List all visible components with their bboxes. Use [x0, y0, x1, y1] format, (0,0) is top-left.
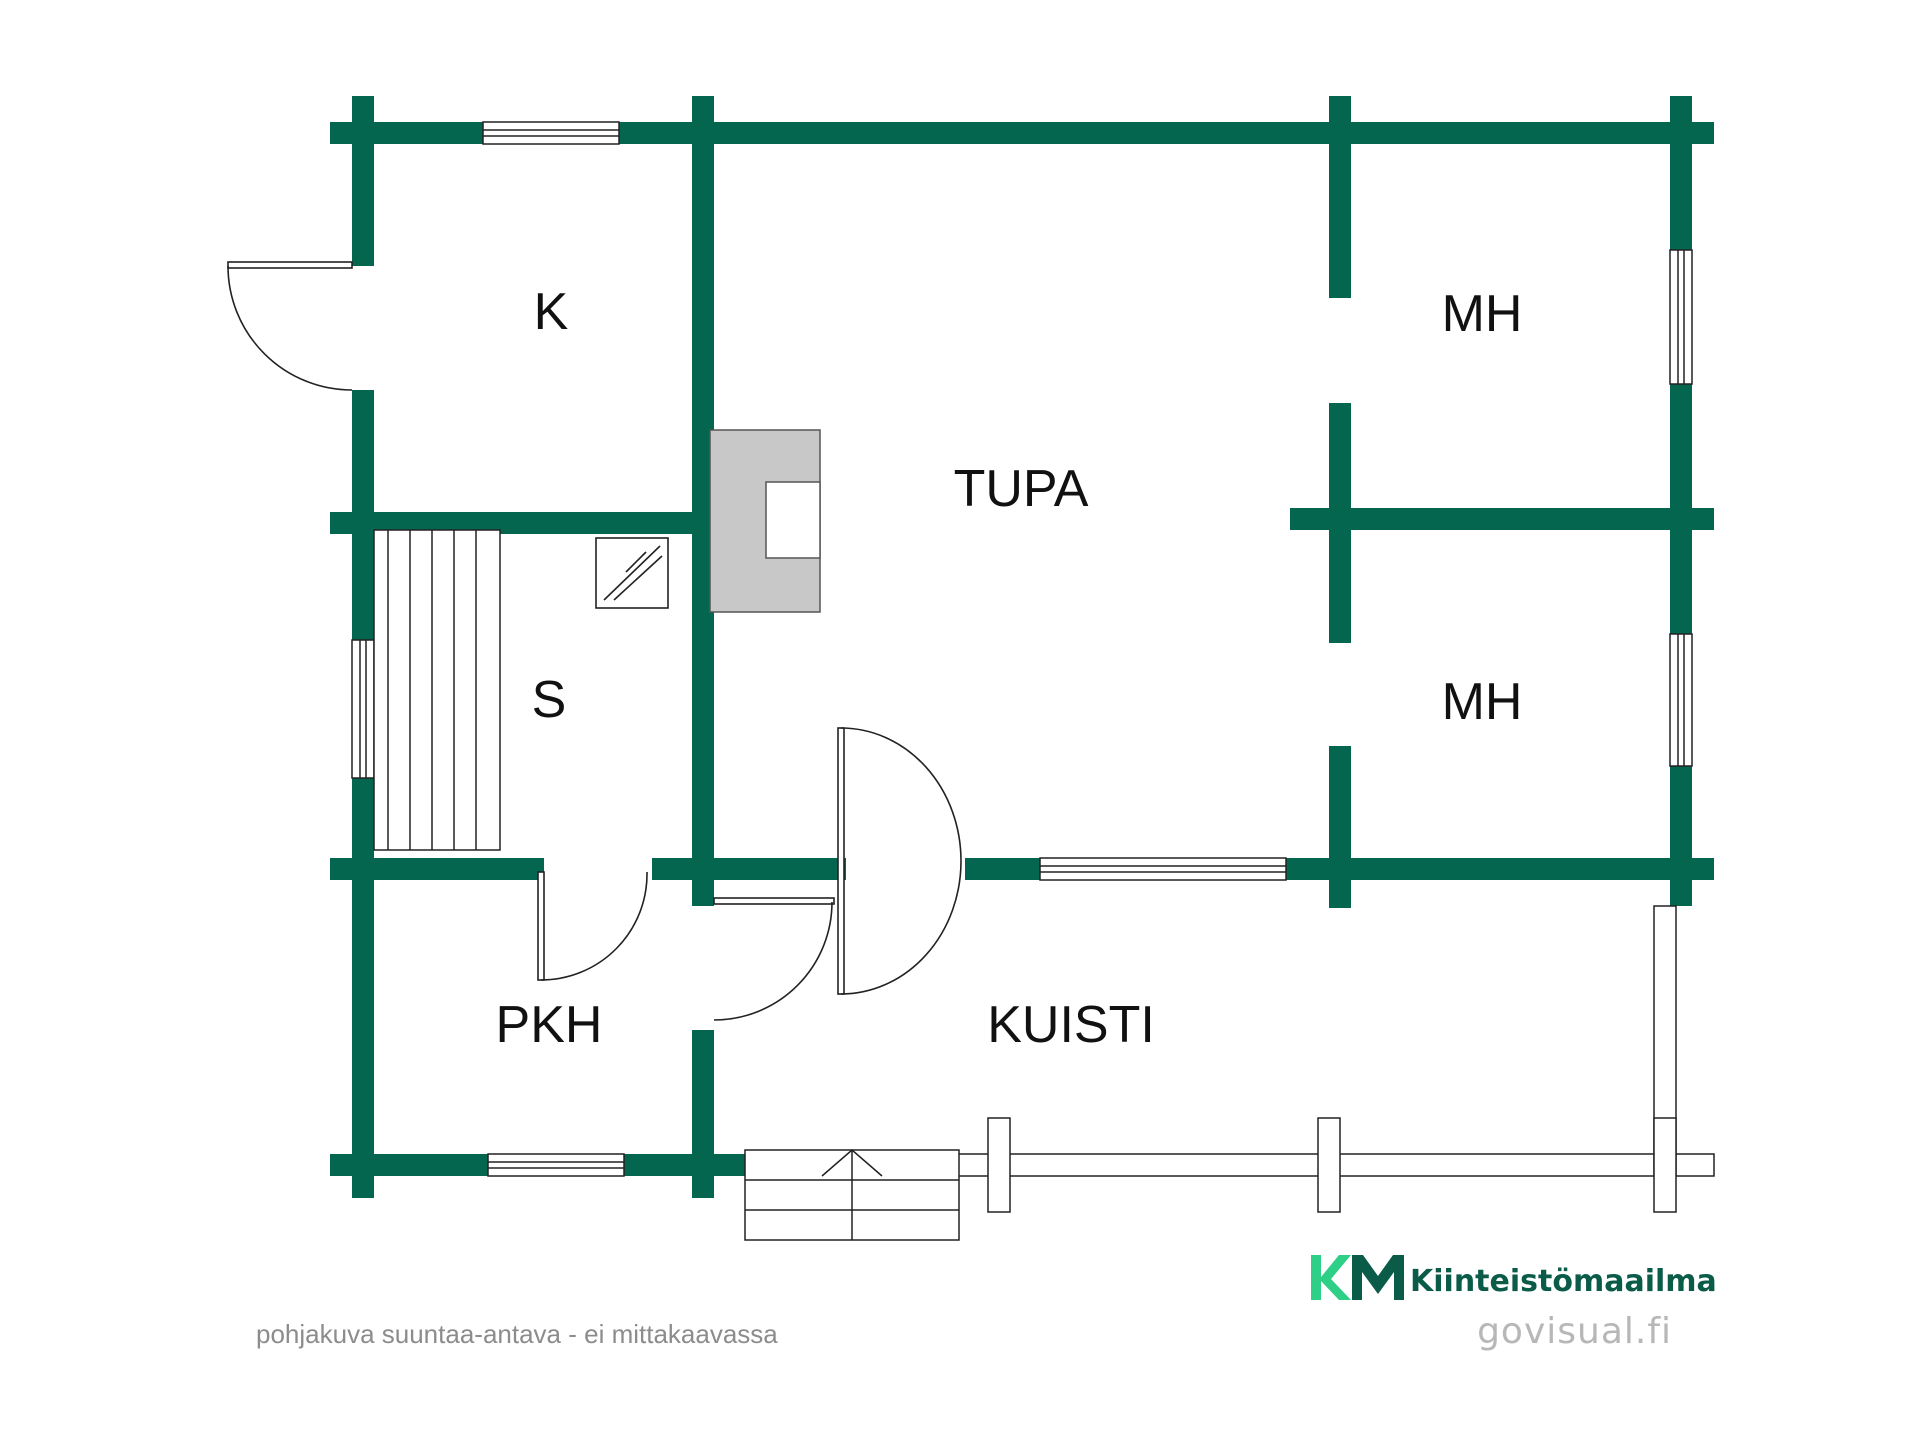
door-swing-icon	[227, 261, 353, 391]
window-icon	[487, 1153, 625, 1177]
window-icon	[351, 639, 375, 779]
website-text: govisual.fi	[1477, 1311, 1672, 1352]
window-icon	[1039, 857, 1287, 881]
brand-name: Kiinteistömaailma	[1410, 1264, 1717, 1299]
door-swing-icon	[837, 727, 962, 995]
room-label-tupa: TUPA	[954, 460, 1089, 518]
window-icon	[1669, 633, 1693, 767]
room-label-mh-lower: MH	[1442, 673, 1523, 731]
wall-tupa-kuisti	[652, 858, 846, 880]
wall-right	[1670, 384, 1692, 634]
porch-railing	[957, 905, 1715, 1213]
wall-left	[352, 96, 374, 266]
wall-k-s	[330, 512, 694, 534]
wall-tupa-mh	[1329, 96, 1351, 298]
wall-top	[330, 122, 1714, 144]
windows	[351, 121, 1693, 1177]
entry-stairs-icon	[744, 1149, 960, 1241]
door-swing-icon	[537, 871, 648, 981]
room-label-pkh: PKH	[496, 996, 603, 1054]
wall-tupa-mh	[1329, 746, 1351, 908]
wall-mh-mh	[1290, 508, 1714, 530]
wall-left	[352, 778, 374, 1198]
doors	[227, 261, 962, 1021]
disclaimer-text: pohjakuva suuntaa-antava - ei mittakaava…	[256, 1319, 778, 1349]
walls	[330, 96, 1714, 1198]
wall-right	[1670, 96, 1692, 250]
room-label-kuisti: KUISTI	[987, 996, 1155, 1054]
room-label-k: K	[534, 283, 569, 341]
wall-tupa-west	[692, 96, 714, 906]
window-icon	[482, 121, 620, 145]
wall-right	[1670, 766, 1692, 906]
sauna-bench-icon	[373, 529, 501, 851]
brand-logo: Kiinteistömaailma	[1311, 1255, 1717, 1300]
room-label-s: S	[532, 671, 567, 729]
room-label-mh-upper: MH	[1442, 285, 1523, 343]
wall-s-pkh	[330, 858, 544, 880]
sauna-stove-icon	[595, 537, 669, 609]
window-icon	[1669, 249, 1693, 385]
fireplace-icon	[709, 429, 821, 613]
door-swing-icon	[713, 897, 835, 1021]
km-logo-icon	[1311, 1255, 1404, 1300]
